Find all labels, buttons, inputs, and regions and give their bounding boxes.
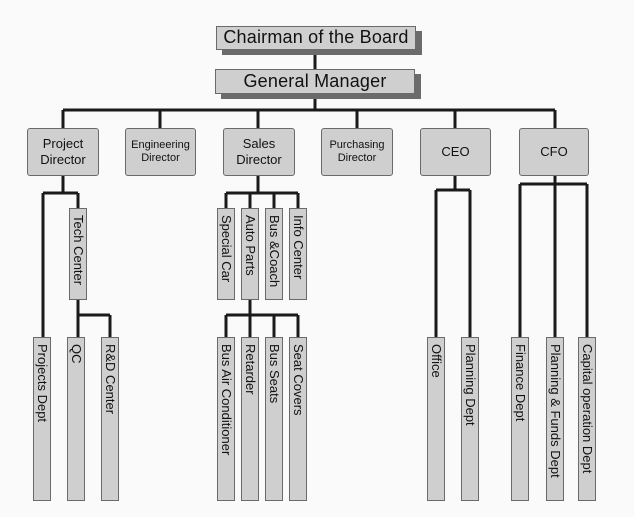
- purchasing-director-label: Purchasing Director: [329, 138, 385, 164]
- finance-dept-label: Finance Dept: [512, 344, 528, 422]
- general-manager-label: General Manager: [243, 70, 387, 91]
- bus-coach-label: Bus &Coach: [266, 215, 282, 288]
- capital-operation-dept-box: Capital operation Dept: [578, 337, 596, 501]
- engineering-director-box: Engineering Director: [125, 128, 196, 176]
- connector-sales: [224, 176, 300, 337]
- retarder-box: Retarder: [241, 337, 259, 501]
- projects-dept-label: Projects Dept: [34, 344, 50, 423]
- planning-funds-dept-label: Planning & Funds Dept: [547, 344, 563, 478]
- tech-center-label: Tech Center: [70, 215, 86, 286]
- office-box: Office: [427, 337, 445, 501]
- planning-dept-box: Planning Dept: [461, 337, 479, 501]
- cfo-box: CFO: [519, 128, 589, 176]
- rd-center-box: R&D Center: [101, 337, 119, 501]
- capital-operation-dept-label: Capital operation Dept: [579, 344, 595, 474]
- planning-dept-label: Planning Dept: [462, 344, 478, 426]
- seat-covers-box: Seat Covers: [289, 337, 307, 501]
- bus-seats-label: Bus Seats: [266, 344, 282, 404]
- bus-air-conditioner-box: Bus Air Conditioner: [217, 337, 235, 501]
- special-car-label: Special Car: [218, 215, 234, 283]
- retarder-label: Retarder: [242, 344, 258, 395]
- chairman-box: Chairman of the Board: [216, 26, 416, 50]
- seat-covers-label: Seat Covers: [290, 344, 306, 416]
- connector-directors: [61, 110, 557, 128]
- finance-dept-box: Finance Dept: [511, 337, 529, 501]
- project-director-box: Project Director: [27, 128, 99, 176]
- qc-label: QC: [68, 344, 84, 364]
- chairman-label: Chairman of the Board: [223, 27, 409, 48]
- info-center-box: Info Center: [289, 208, 307, 300]
- general-manager-box: General Manager: [215, 69, 415, 94]
- bus-seats-box: Bus Seats: [265, 337, 283, 501]
- project-director-label: Project Director: [40, 136, 86, 167]
- cfo-label: CFO: [540, 144, 568, 160]
- ceo-box: CEO: [420, 128, 491, 176]
- info-center-label: Info Center: [290, 215, 306, 280]
- auto-parts-box: Auto Parts: [241, 208, 259, 300]
- sales-director-label: Sales Director: [236, 136, 282, 167]
- sales-director-box: Sales Director: [223, 128, 295, 176]
- tech-center-box: Tech Center: [69, 208, 87, 300]
- purchasing-director-box: Purchasing Director: [321, 128, 393, 176]
- projects-dept-box: Projects Dept: [33, 337, 51, 501]
- auto-parts-label: Auto Parts: [242, 215, 258, 276]
- connector-project: [41, 176, 112, 337]
- qc-box: QC: [67, 337, 85, 501]
- connector-cfo: [518, 176, 589, 337]
- ceo-label: CEO: [441, 144, 470, 160]
- planning-funds-dept-box: Planning & Funds Dept: [546, 337, 564, 501]
- connector-ceo: [434, 176, 472, 337]
- bus-coach-box: Bus &Coach: [265, 208, 283, 300]
- engineering-director-label: Engineering Director: [131, 138, 190, 164]
- office-label: Office: [428, 344, 444, 378]
- rd-center-label: R&D Center: [102, 344, 118, 415]
- special-car-box: Special Car: [217, 208, 235, 300]
- bus-air-conditioner-label: Bus Air Conditioner: [218, 344, 234, 456]
